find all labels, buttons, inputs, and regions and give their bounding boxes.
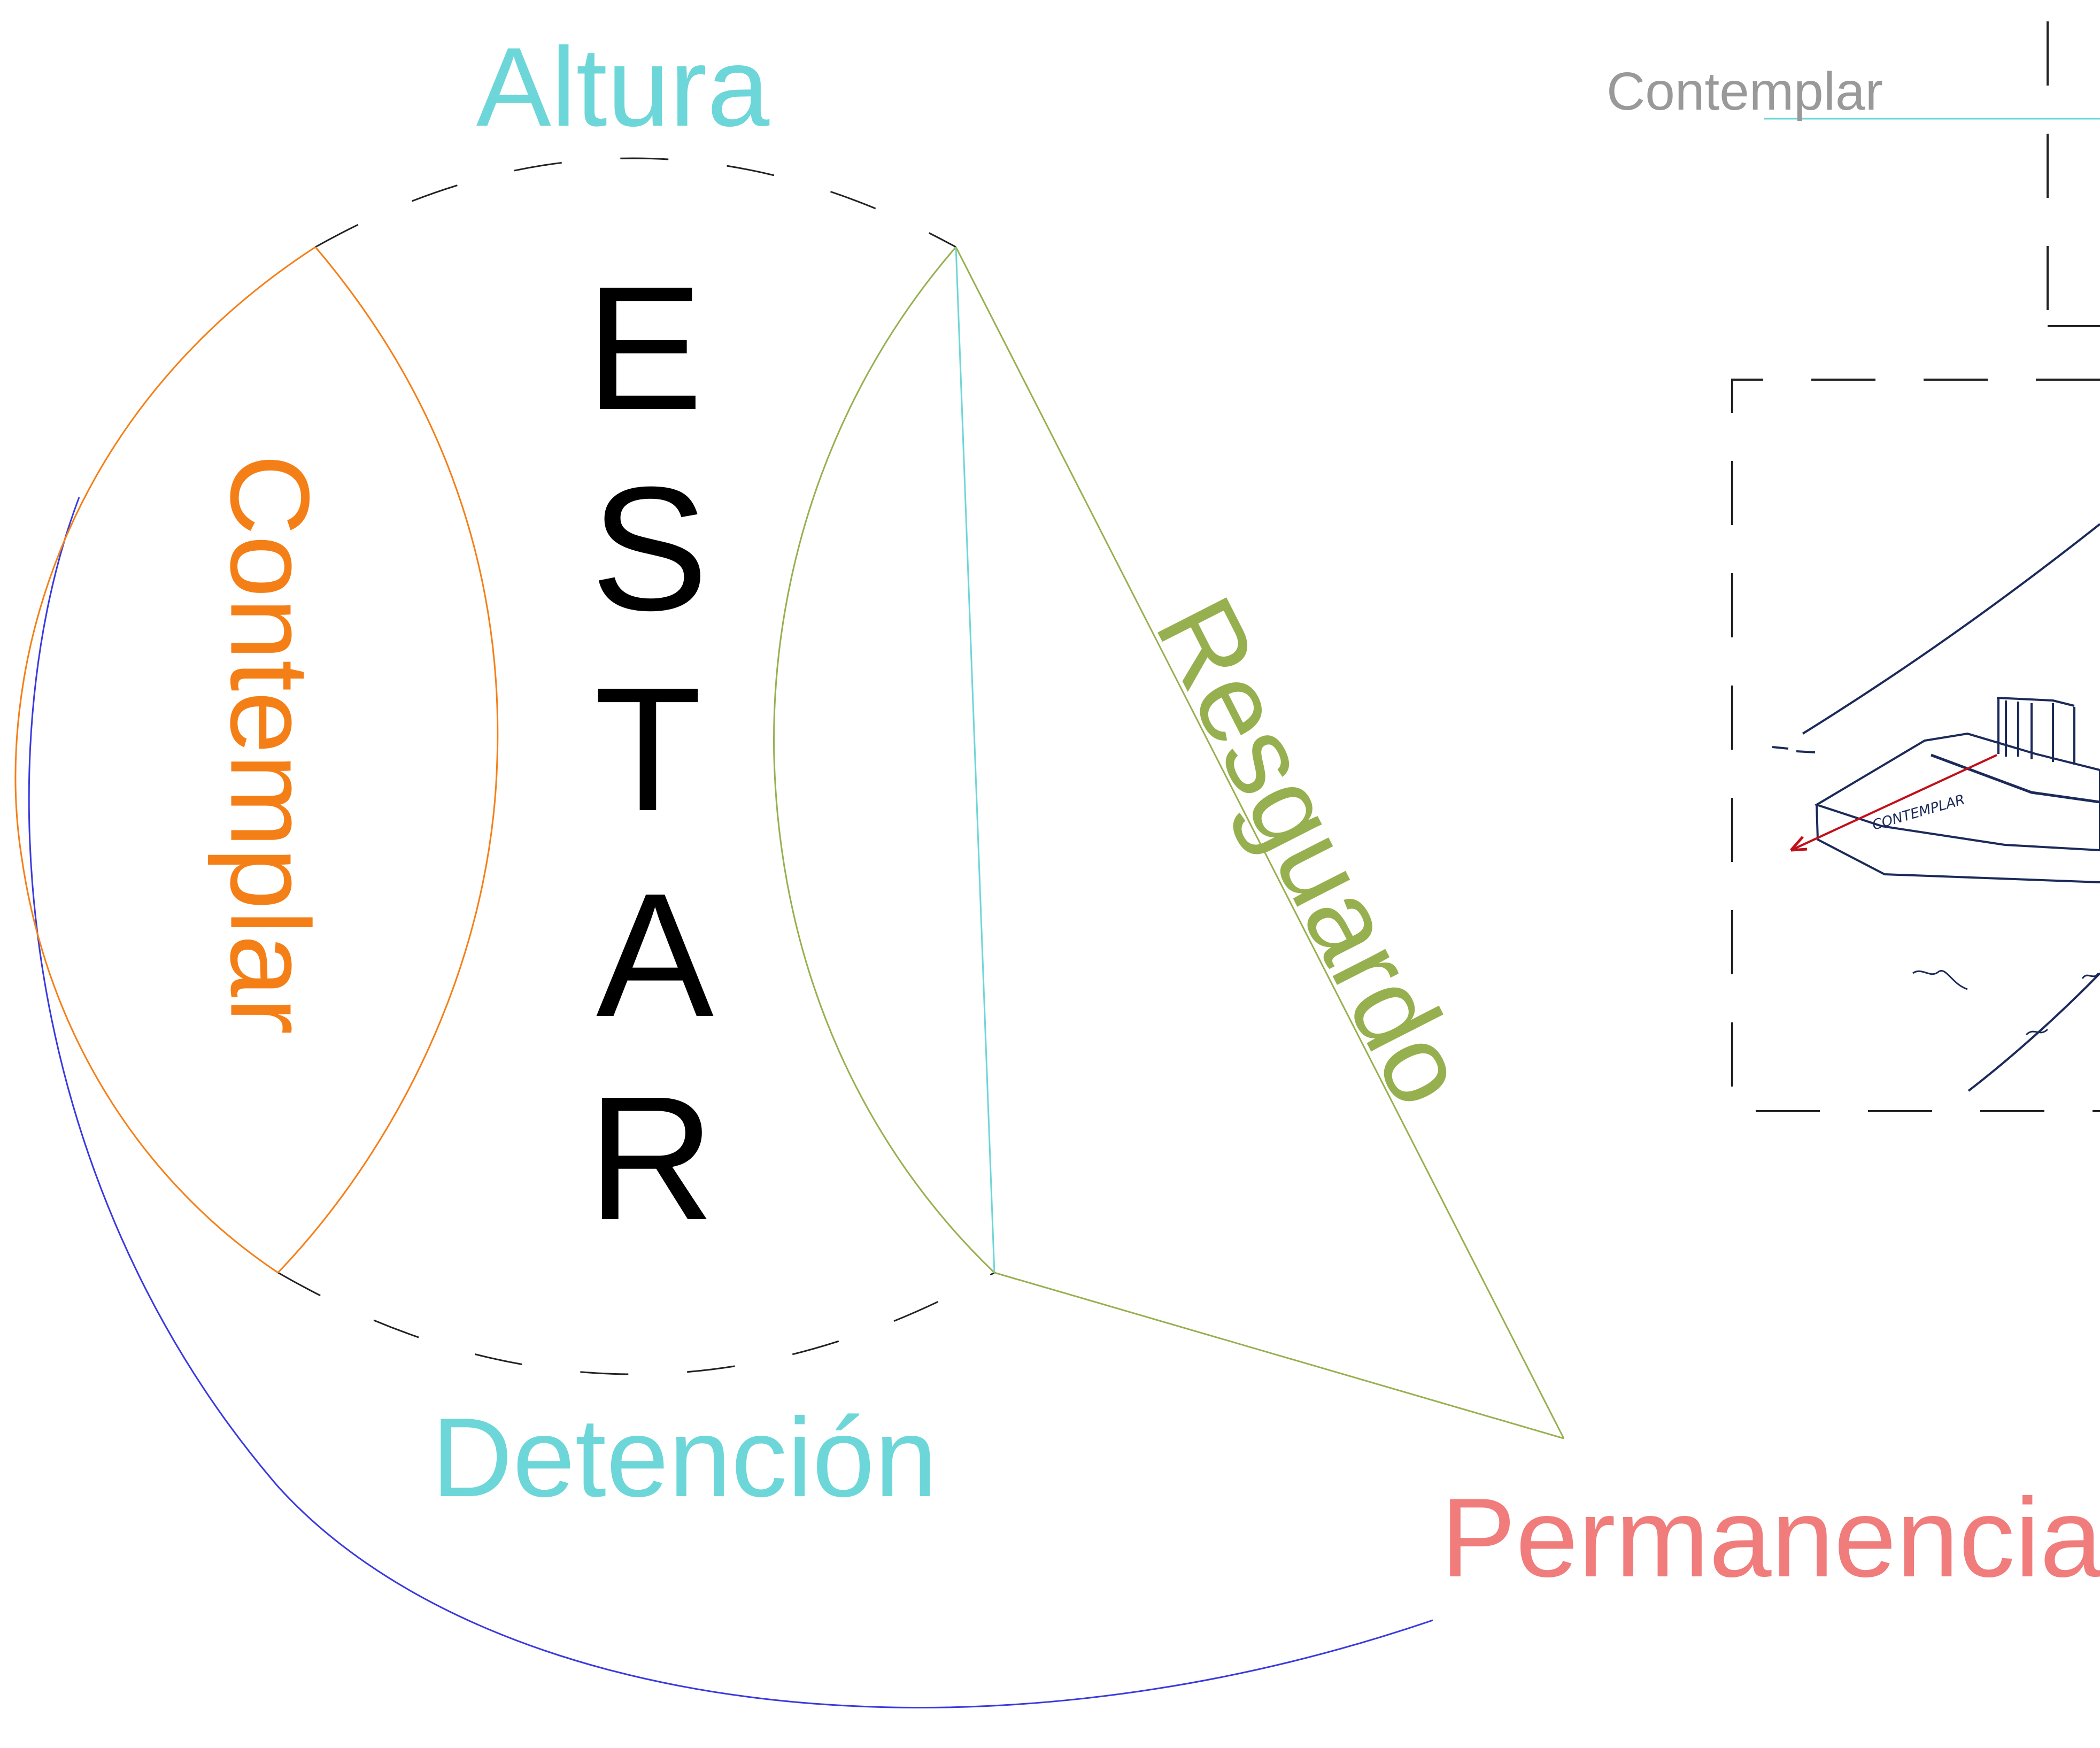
sketch-red-arrow-line	[1790, 754, 1997, 851]
label-resguardo: Resguardo	[1132, 578, 1493, 1125]
sketch-dashed-frame	[1731, 379, 2100, 1112]
label-permanencia: Permanencia	[1441, 1475, 2100, 1600]
green-inner-curve	[773, 247, 995, 1274]
center-letter-a: A	[596, 856, 715, 1053]
dashed-circle-bottom	[277, 1272, 995, 1375]
sketch-squiggle-1	[1912, 970, 1968, 990]
sketch-platform-side	[1816, 804, 2100, 883]
dashed-circle-top	[315, 157, 956, 248]
center-letter-s: S	[591, 450, 708, 647]
center-letter-t: T	[594, 650, 702, 848]
sketch-railing	[1996, 697, 2075, 765]
label-altura: Altura	[476, 24, 770, 150]
sketch-platform-back	[1931, 753, 2100, 804]
orange-lens-inner	[277, 247, 499, 1274]
center-letter-r: R	[588, 1059, 715, 1257]
permanencia-backdrop	[1438, 1492, 2100, 1615]
cyan-connector-line	[955, 247, 995, 1273]
label-detencion: Detención	[431, 1395, 937, 1520]
sketch-squiggle-2	[2025, 973, 2099, 1036]
center-letter-e: E	[585, 249, 703, 446]
sketch-lower-slope	[1967, 972, 2100, 1092]
sketch-upper-slope	[1802, 523, 2100, 735]
label-contemplar-vertical: Contemplar	[207, 454, 333, 1034]
center-word-estar: E S T A R	[585, 249, 715, 1257]
sketch-handwritten-label: CONTEMPLAR	[1871, 792, 1967, 834]
sketch-platform-top	[1814, 732, 2100, 852]
label-contemplar-small: Contemplar	[1607, 61, 1883, 121]
green-line-upper	[955, 247, 1565, 1439]
green-line-lower	[994, 1272, 1564, 1439]
orange-lens-outer	[14, 246, 316, 1274]
outer-blue-arc	[28, 497, 1433, 1708]
sketch-red-arrowhead	[1790, 836, 1808, 852]
sketch-dash-mark	[1772, 746, 1816, 753]
